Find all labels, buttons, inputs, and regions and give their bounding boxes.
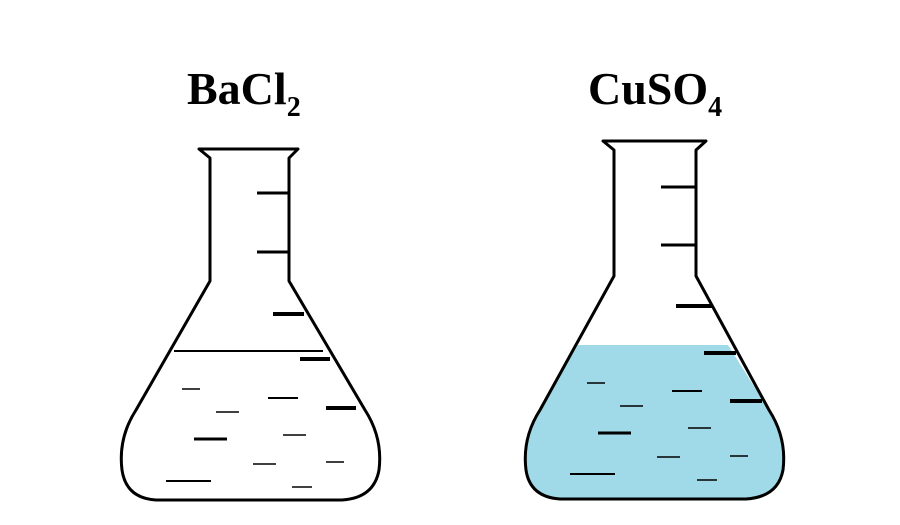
flask-outline-right bbox=[523, 139, 786, 501]
flask-label-bacl2: BaCl2 bbox=[187, 66, 301, 122]
flask-outline-left bbox=[119, 147, 382, 502]
formula-subscript: 2 bbox=[286, 92, 301, 123]
graduation-marks-left bbox=[257, 191, 356, 410]
formula-main: BaCl bbox=[187, 63, 287, 114]
formula-subscript: 4 bbox=[708, 92, 723, 123]
liquid-dashes-right bbox=[570, 382, 748, 481]
flask-right bbox=[523, 139, 786, 501]
graduation-marks-right bbox=[661, 185, 762, 403]
formula-main: CuSO bbox=[588, 63, 709, 114]
flask-left bbox=[119, 147, 382, 502]
flask-label-cuso4: CuSO4 bbox=[588, 66, 722, 122]
liquid-left bbox=[121, 351, 380, 500]
liquid-dashes-left bbox=[166, 388, 344, 488]
